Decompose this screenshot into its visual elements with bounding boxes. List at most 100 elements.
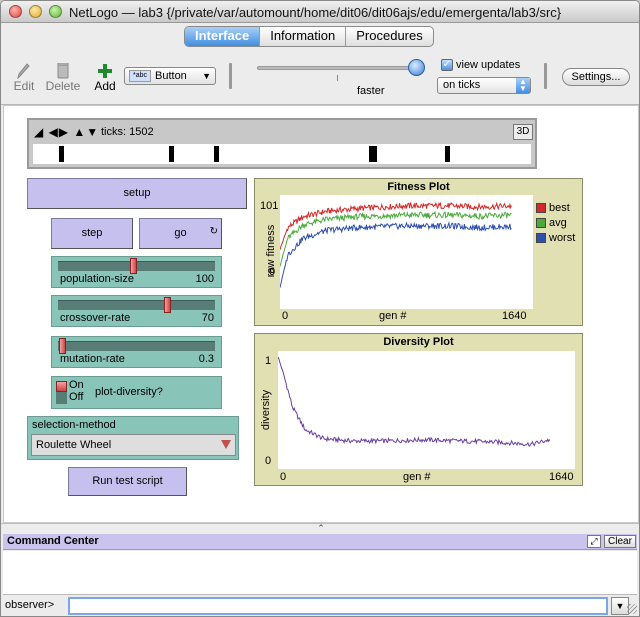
legend-swatch — [536, 202, 546, 213]
legend-swatch — [536, 232, 546, 243]
command-center-title: Command Center — [7, 535, 99, 547]
command-center-splitter[interactable]: ⌃ — [1, 523, 639, 534]
mutation-rate-slider[interactable]: mutation-rate 0.3 — [51, 336, 222, 368]
expand-icon[interactable]: ⤢ — [587, 535, 601, 548]
population-size-slider[interactable]: population-size 100 — [51, 256, 222, 288]
legend-entry: worst — [536, 230, 575, 245]
minimize-window-button[interactable] — [29, 5, 42, 18]
edit-button[interactable]: Edit — [11, 57, 37, 93]
plot-area[interactable] — [279, 195, 533, 309]
dropdown-triangle-icon — [221, 440, 231, 449]
legend-label: worst — [549, 231, 576, 244]
patch-bar — [59, 146, 64, 162]
series-line-series-0 — [277, 356, 551, 447]
x-min-tick: 0 — [282, 310, 289, 322]
crossover-rate-slider[interactable]: crossover-rate 70 — [51, 295, 222, 327]
legend-swatch — [536, 217, 546, 228]
button-widget-icon: *abc — [129, 70, 151, 82]
view-controls-icons[interactable]: ◢ ◀▶ ▲▼ — [34, 125, 100, 139]
observer-prompt[interactable]: observer> — [5, 599, 55, 611]
x-max-tick: 1640 — [549, 471, 574, 483]
slider-knob[interactable] — [130, 258, 137, 274]
plot-title: Fitness Plot — [387, 181, 450, 193]
tab-information[interactable]: Information — [260, 27, 347, 46]
clear-button[interactable]: Clear — [604, 535, 636, 548]
tab-bar: Interface Information Procedures — [184, 26, 434, 47]
pencil-icon — [11, 57, 37, 79]
3d-view-button[interactable]: 3D — [513, 124, 533, 140]
delete-label: Delete — [45, 79, 81, 93]
x-max-tick: 1640 — [502, 310, 527, 322]
command-output — [3, 551, 637, 595]
title-bar: NetLogo — lab3 {/private/var/automount/h… — [1, 1, 639, 23]
slider-track — [58, 341, 215, 351]
speed-track — [257, 66, 417, 70]
close-window-button[interactable] — [9, 5, 22, 18]
update-mode-value: on ticks — [443, 79, 481, 91]
x-axis-label: gen # — [403, 471, 431, 483]
speed-label: faster — [357, 85, 385, 97]
chevron-down-icon: ▼ — [202, 71, 211, 81]
slider-track — [58, 300, 215, 310]
command-input[interactable] — [68, 597, 608, 615]
forever-icon: ↻ — [209, 226, 218, 237]
legend-entry: avg — [536, 215, 575, 230]
window-title: NetLogo — lab3 {/private/var/automount/h… — [69, 5, 562, 20]
selection-method-chooser: selection-method Roulette Wheel — [27, 416, 239, 460]
tab-procedures[interactable]: Procedures — [356, 28, 423, 43]
chooser-label: selection-method — [32, 419, 116, 431]
plus-icon — [93, 57, 117, 79]
view-updates-checkbox[interactable]: ✓ view updates — [441, 59, 520, 71]
command-center-header: Command Center ⤢ Clear — [3, 534, 637, 550]
plot-diversity-switch[interactable]: On Off plot-diversity? — [51, 376, 222, 409]
patch-bar — [169, 146, 174, 162]
diversity-plot-svg — [277, 356, 551, 447]
step-button[interactable]: step — [51, 218, 133, 249]
patch-bar — [214, 146, 219, 162]
speed-center-tick — [337, 75, 338, 81]
patch-bar — [369, 146, 377, 162]
selection-method-dropdown[interactable]: Roulette Wheel — [31, 434, 236, 456]
toolbar-divider — [229, 63, 232, 89]
go-button[interactable]: go ↻ — [139, 218, 222, 249]
plot-legend: best avg worst — [536, 200, 575, 245]
legend-label: avg — [549, 216, 567, 229]
command-center: Command Center ⤢ Clear observer> ▼ — [1, 534, 639, 616]
add-label: Add — [94, 79, 116, 93]
resize-grip-icon[interactable] — [627, 604, 637, 614]
add-button[interactable]: Add — [93, 57, 117, 93]
history-dropdown-icon[interactable]: ▼ — [611, 597, 629, 615]
view-control-strip: ◢ ◀▶ ▲▼ ticks: 1502 3D — [29, 120, 535, 143]
view-updates-label: view updates — [456, 59, 521, 71]
plot-area[interactable] — [277, 351, 575, 469]
slider-knob[interactable] — [164, 297, 171, 313]
settings-button[interactable]: Settings... — [562, 68, 630, 86]
zoom-window-button[interactable] — [49, 5, 62, 18]
slider-name: population-size — [60, 273, 134, 285]
run-test-script-button[interactable]: Run test script — [68, 467, 187, 496]
setup-button[interactable]: setup — [27, 178, 247, 209]
checkmark-icon: ✓ — [441, 59, 453, 71]
world-display[interactable] — [33, 144, 531, 164]
delete-button[interactable]: Delete — [45, 57, 81, 93]
trash-icon — [45, 57, 81, 79]
update-mode-select[interactable]: on ticks ▲▼ — [437, 77, 531, 94]
fitness-plot-svg — [279, 201, 512, 288]
switch-track — [56, 381, 67, 404]
x-min-tick: 0 — [280, 471, 287, 483]
y-min-tick: 0 — [265, 455, 272, 467]
patch-bar — [445, 146, 450, 162]
switch-off-label: Off — [69, 391, 84, 403]
fitness-plot: Fitness Plot 101 0 raw fitness 0 gen # 1… — [254, 178, 583, 326]
speed-knob[interactable] — [408, 59, 425, 76]
switch-knob[interactable] — [56, 381, 67, 392]
series-line-best — [279, 201, 512, 251]
tab-interface[interactable]: Interface — [185, 27, 261, 46]
x-axis-label: gen # — [379, 310, 407, 322]
series-line-avg — [279, 210, 512, 267]
y-axis-label: diversity — [260, 389, 272, 431]
widget-type-select[interactable]: *abc Button ▼ — [124, 67, 216, 85]
slider-knob[interactable] — [59, 338, 66, 354]
command-input-row: observer> ▼ — [3, 596, 637, 616]
go-label: go — [174, 227, 187, 239]
